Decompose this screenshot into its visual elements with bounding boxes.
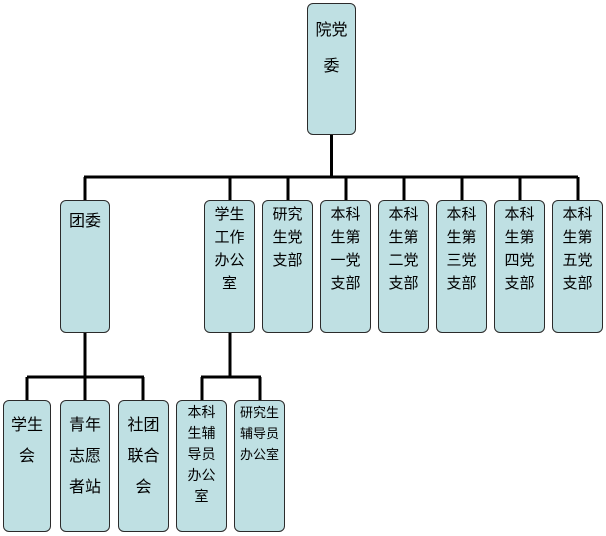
- node-club-federation: 社团 联合 会: [118, 400, 169, 532]
- node-undergrad-counselor-office: 本科 生辅 导员 办公 室: [176, 400, 227, 532]
- node-undergrad-branch-4: 本科 生第 四党 支部: [494, 200, 545, 333]
- node-undergrad-branch-3: 本科 生第 三党 支部: [436, 200, 487, 333]
- node-party-committee: 院党 委: [307, 3, 356, 135]
- node-undergrad-branch-1: 本科 生第 一党 支部: [320, 200, 371, 333]
- node-graduate-counselor-office: 研究生 辅导员 办公室: [234, 400, 285, 532]
- node-youth-league: 团委: [60, 200, 110, 333]
- node-undergrad-branch-5: 本科 生第 五党 支部: [552, 200, 603, 333]
- node-graduate-party-branch: 研究 生党 支部: [262, 200, 313, 333]
- node-youth-volunteer-station: 青年 志愿 者站: [60, 400, 110, 532]
- node-undergrad-branch-2: 本科 生第 二党 支部: [378, 200, 429, 333]
- node-student-work-office: 学生 工作 办公 室: [204, 200, 255, 333]
- node-student-union: 学生 会: [3, 400, 51, 532]
